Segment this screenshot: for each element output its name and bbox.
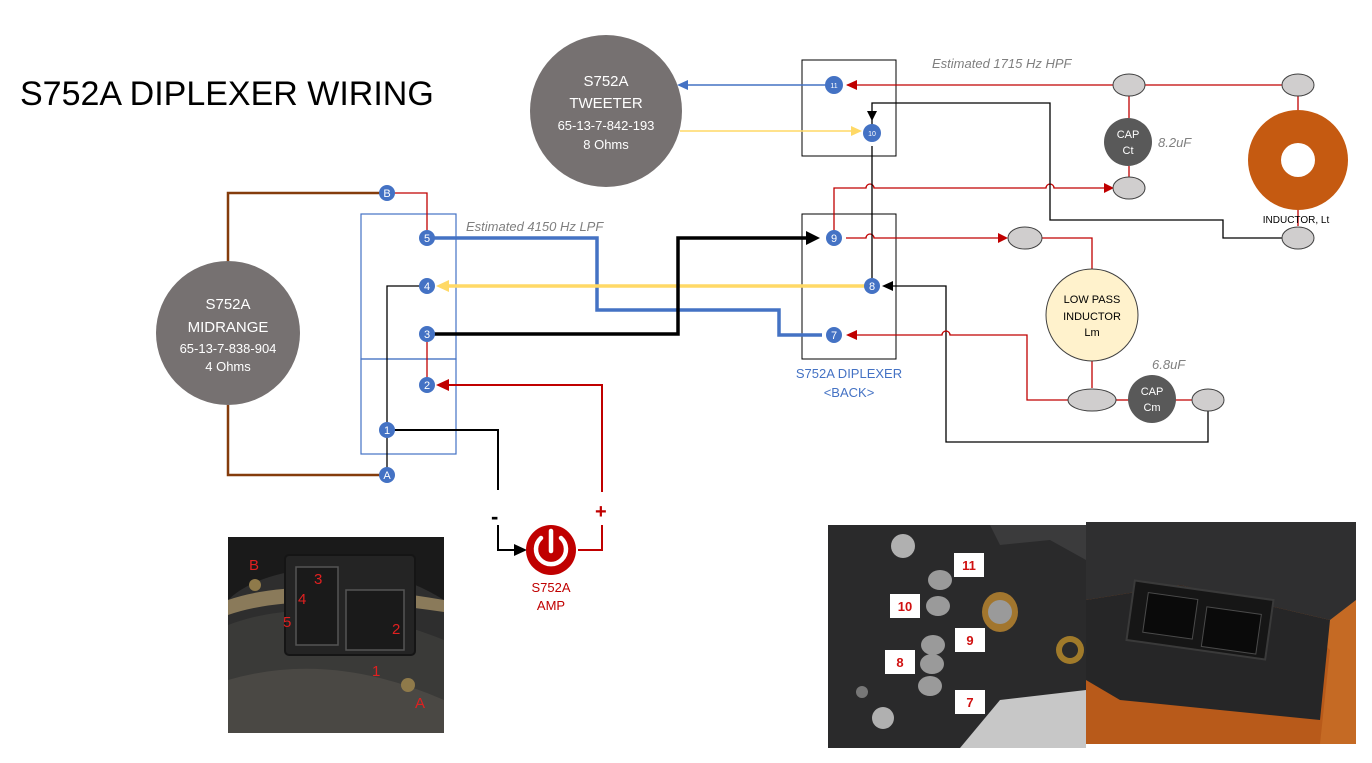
pin-8: 8	[864, 278, 880, 294]
amp-label-2: AMP	[537, 598, 565, 613]
pin-3: 3	[419, 326, 435, 342]
pin-10: 10	[863, 124, 881, 142]
svg-text:8: 8	[896, 655, 903, 670]
svg-text:CAP: CAP	[1117, 129, 1140, 141]
svg-text:11: 11	[962, 558, 976, 573]
svg-text:TWEETER: TWEETER	[569, 95, 642, 112]
thick-wires	[427, 236, 870, 337]
midrange-wires	[226, 191, 387, 477]
diplexer-label-1: S752A DIPLEXER	[796, 366, 902, 381]
arrow-to-pin-9	[806, 231, 820, 245]
svg-text:LOW PASS: LOW PASS	[1064, 294, 1121, 306]
photo-midrange-connector: B 3 4 5 2 1 A	[228, 537, 444, 733]
cap-ct: CAP Ct	[1104, 118, 1152, 166]
amp-label-1: S752A	[531, 580, 570, 595]
svg-text:65-13-7-842-193: 65-13-7-842-193	[558, 118, 655, 133]
svg-text:Cm: Cm	[1143, 402, 1160, 414]
hpf-note: Estimated 1715 Hz HPF	[932, 56, 1073, 71]
svg-text:Lm: Lm	[1084, 327, 1099, 339]
svg-text:4 Ohms: 4 Ohms	[205, 359, 251, 374]
svg-text:3: 3	[424, 329, 430, 341]
cap-cm: CAP Cm	[1128, 375, 1176, 423]
arrow-pin-10	[867, 111, 877, 121]
cap-cm-value: 6.8uF	[1152, 357, 1186, 372]
pin-9: 9	[826, 230, 842, 246]
amp-plus-label: +	[595, 501, 607, 523]
diplexer-box	[801, 59, 897, 360]
lpf-note: Estimated 4150 Hz LPF	[466, 219, 604, 234]
arrow-pin-8	[882, 281, 893, 291]
svg-text:4: 4	[298, 591, 306, 608]
svg-text:2: 2	[392, 621, 400, 638]
svg-text:B: B	[249, 557, 259, 574]
inductor-lm: LOW PASS INDUCTOR Lm	[1045, 268, 1139, 362]
svg-text:MIDRANGE: MIDRANGE	[188, 319, 269, 336]
svg-text:B: B	[383, 188, 390, 200]
svg-text:3: 3	[314, 571, 322, 588]
amp-wires	[387, 384, 603, 551]
svg-text:7: 7	[966, 695, 973, 710]
svg-text:11: 11	[830, 83, 837, 90]
svg-text:7: 7	[831, 330, 837, 342]
pin-1: 1	[379, 422, 395, 438]
svg-text:INDUCTOR: INDUCTOR	[1063, 311, 1121, 323]
svg-text:2: 2	[424, 380, 430, 392]
photo-diplexer-back: 11 10 9 8 7	[828, 525, 1086, 748]
svg-text:A: A	[415, 695, 425, 712]
pin-7: 7	[826, 327, 842, 343]
svg-text:8 Ohms: 8 Ohms	[583, 137, 629, 152]
diplexer-network-wires	[833, 84, 1299, 443]
tweeter-arrows	[677, 80, 862, 136]
svg-text:9: 9	[831, 233, 837, 245]
svg-text:CAP: CAP	[1141, 386, 1164, 398]
arrow-to-pin-4	[436, 280, 449, 292]
arrow-to-amp-minus	[514, 544, 527, 556]
page-title: S752A DIPLEXER WIRING	[20, 75, 434, 113]
svg-text:8: 8	[869, 281, 875, 293]
arrow-pin-11	[846, 80, 857, 90]
connector-pins: B 5 4 3 2 1 A	[379, 185, 435, 483]
diplexer-pins: 11 10 9 8 7	[825, 76, 881, 343]
pin-11: 11	[825, 76, 843, 94]
svg-text:1: 1	[384, 425, 390, 437]
svg-text:S752A: S752A	[205, 296, 250, 313]
pin-B: B	[379, 185, 395, 201]
svg-text:9: 9	[966, 633, 973, 648]
diplexer-label-2: <BACK>	[824, 385, 875, 400]
svg-text:1: 1	[372, 663, 380, 680]
svg-text:10: 10	[868, 131, 876, 138]
cap-ct-value: 8.2uF	[1158, 135, 1192, 150]
midrange-speaker: S752A MIDRANGE 65-13-7-838-904 4 Ohms	[156, 261, 300, 405]
amp-power-icon	[526, 525, 576, 575]
svg-text:S752A: S752A	[583, 73, 628, 90]
inductor-lt-label: INDUCTOR, Lt	[1263, 215, 1330, 226]
svg-text:5: 5	[283, 614, 291, 631]
svg-text:10: 10	[898, 599, 912, 614]
svg-text:5: 5	[424, 233, 430, 245]
svg-text:4: 4	[424, 281, 430, 293]
pin-4: 4	[419, 278, 435, 294]
svg-text:A: A	[383, 470, 391, 482]
tweeter-speaker: S752A TWEETER 65-13-7-842-193 8 Ohms	[530, 35, 682, 187]
svg-text:65-13-7-838-904: 65-13-7-838-904	[180, 341, 277, 356]
pin-5: 5	[419, 230, 435, 246]
arrow-to-pin-2	[436, 379, 449, 391]
photo-diplexer-connector	[1086, 522, 1356, 744]
svg-text:Ct: Ct	[1123, 145, 1134, 157]
terminal-ovals	[1007, 73, 1315, 412]
inductor-lt	[1248, 110, 1348, 210]
arrow-pin-7	[846, 330, 857, 340]
pin-A: A	[379, 467, 395, 483]
pin-2: 2	[419, 377, 435, 393]
amp-minus-label: -	[491, 504, 498, 529]
